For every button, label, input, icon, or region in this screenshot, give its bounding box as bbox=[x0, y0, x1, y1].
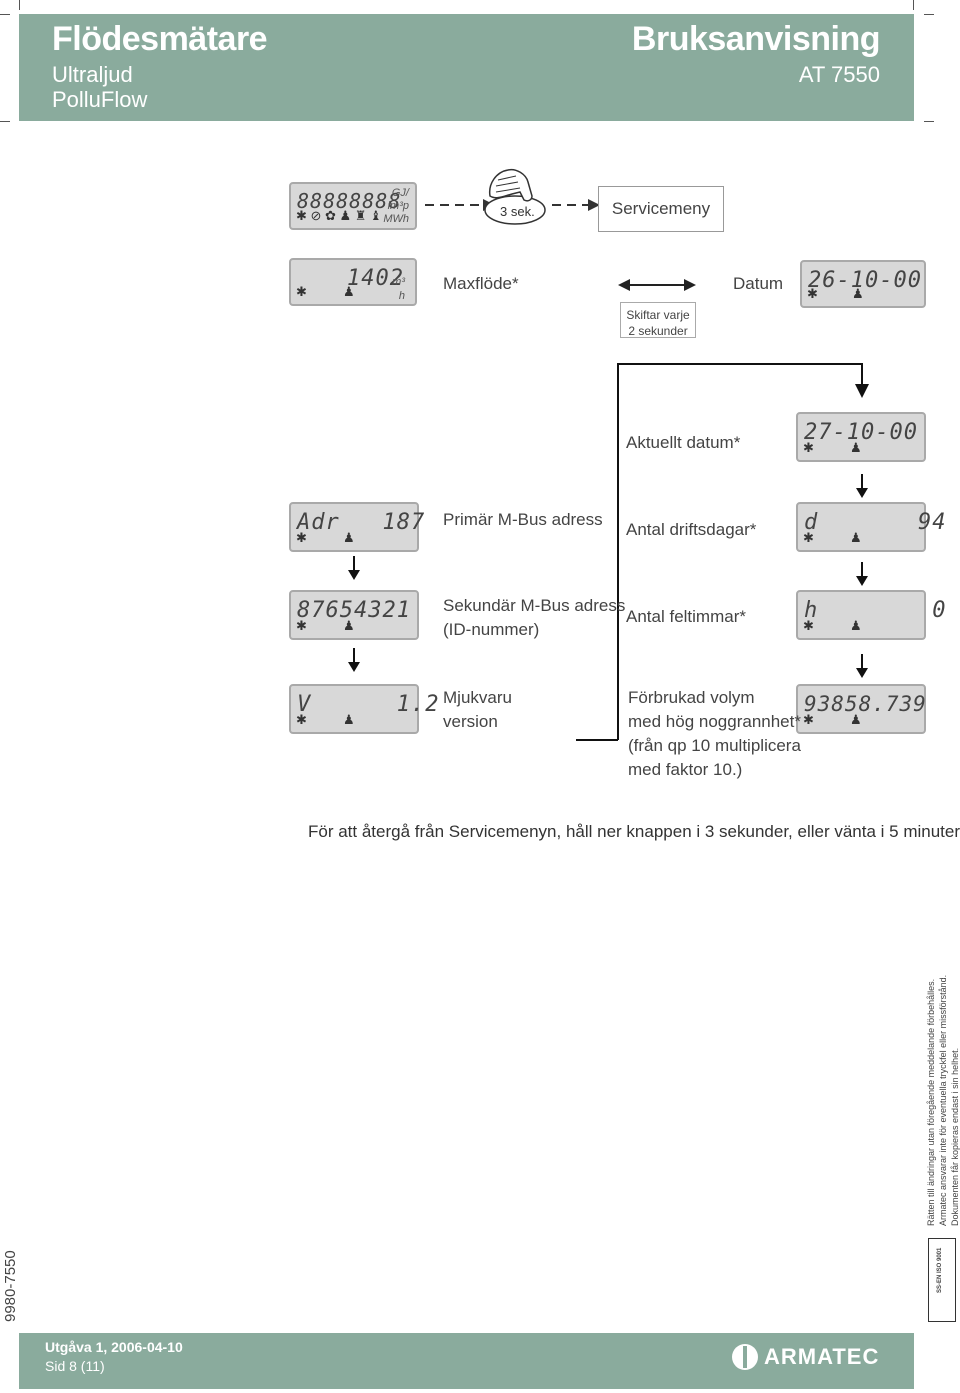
lcd-all-segments: 88888888 GJ/ lm³p MWh ✱ ⊘ ✿ ♟ ♜ ♝ bbox=[289, 182, 417, 230]
toggle-note-line: Skiftar varje bbox=[621, 307, 695, 323]
lcd-value: V 1.2 bbox=[297, 692, 439, 717]
logo-icon bbox=[732, 1344, 758, 1370]
symbol-icons: ✱ bbox=[803, 712, 814, 728]
lcd-value: 93858.739 bbox=[804, 692, 927, 716]
lcd-error-hours: h 0 ✱ ♟ bbox=[796, 590, 926, 640]
software-version-line: version bbox=[443, 710, 512, 734]
model-number: AT 7550 bbox=[799, 62, 880, 88]
lcd-unit: lm³p bbox=[388, 200, 409, 212]
page-number: Sid 8 (11) bbox=[45, 1358, 105, 1374]
down-arrow bbox=[855, 474, 869, 500]
crop-mark bbox=[913, 0, 914, 10]
volume-label: Förbrukad volym med hög noggrannhet* (fr… bbox=[628, 686, 801, 782]
symbol-icons: ♟ bbox=[850, 618, 862, 634]
symbol-icons: ✱ bbox=[296, 712, 307, 728]
legal-note: Armatec ansvarar inte för eventuella try… bbox=[938, 975, 948, 1226]
symbol-icons: ✱ bbox=[807, 286, 818, 302]
symbol-icons: ✱ bbox=[296, 530, 307, 546]
symbol-icons: ♟ bbox=[343, 530, 355, 546]
volume-label-line: Förbrukad volym bbox=[628, 686, 801, 710]
lcd-unit: m³ bbox=[392, 276, 405, 288]
volume-label-line: med hög noggrannhet* bbox=[628, 710, 801, 734]
lcd-unit: h bbox=[399, 290, 405, 302]
lcd-software-version: V 1.2 ✱ ♟ bbox=[289, 684, 419, 734]
crop-mark bbox=[924, 121, 934, 122]
toggle-note: Skiftar varje 2 sekunder bbox=[620, 302, 696, 338]
error-hours-label: Antal feltimmar* bbox=[626, 605, 746, 629]
symbol-icons: ✱ bbox=[803, 618, 814, 634]
edition-label: Utgåva 1, 2006-04-10 bbox=[45, 1339, 183, 1355]
secondary-address-line: (ID-nummer) bbox=[443, 618, 625, 642]
lcd-unit: MWh bbox=[383, 213, 409, 225]
symbol-icons: ♟ bbox=[343, 712, 355, 728]
product-title: Flödesmätare bbox=[52, 20, 267, 59]
lcd-unit: GJ/ bbox=[392, 187, 409, 199]
lcd-max-flow: 1402 m³ h ✱ ♟ bbox=[289, 258, 417, 306]
brand-logo: ARMATEC bbox=[732, 1343, 879, 1370]
lcd-value: d 94 bbox=[804, 510, 946, 535]
lcd-primary-address: Adr 187 ✱ ♟ bbox=[289, 502, 419, 552]
volume-label-line: (från qp 10 multiplicera bbox=[628, 734, 801, 758]
symbol-icons: ✱ ⊘ ✿ ♟ ♜ ♝ bbox=[296, 208, 382, 224]
down-arrow bbox=[347, 556, 361, 582]
symbol-icons: ♟ bbox=[852, 286, 864, 302]
secondary-address-label: Sekundär M-Bus adress (ID-nummer) bbox=[443, 594, 625, 642]
max-flow-label: Maxflöde* bbox=[443, 272, 519, 296]
symbol-icons: ♟ bbox=[343, 618, 355, 634]
lcd-value: h 0 bbox=[804, 598, 946, 623]
current-date-label: Aktuellt datum* bbox=[626, 431, 740, 455]
lcd-value: 26-10-00 bbox=[808, 268, 922, 293]
dashed-arrow bbox=[552, 198, 600, 212]
legal-note: Dokumenten får kopieras endast i sin hel… bbox=[950, 1048, 960, 1226]
symbol-icons: ♟ bbox=[850, 712, 862, 728]
certification-text: SS-EN ISO 9001 bbox=[937, 1248, 943, 1293]
lcd-operating-days: d 94 ✱ ♟ bbox=[796, 502, 926, 552]
operating-days-label: Antal driftsdagar* bbox=[626, 518, 756, 542]
symbol-icons: ♟ bbox=[850, 530, 862, 546]
down-arrow bbox=[855, 654, 869, 680]
lcd-volume: 93858.739 ✱ ♟ bbox=[796, 684, 926, 734]
symbol-icons: ✱ bbox=[296, 284, 307, 300]
primary-address-label: Primär M-Bus adress bbox=[443, 508, 603, 532]
symbol-icons: ♟ bbox=[343, 284, 355, 300]
crop-mark bbox=[19, 0, 20, 10]
date-label: Datum bbox=[733, 272, 783, 296]
down-arrow bbox=[347, 648, 361, 674]
lcd-date: 26-10-00 ✱ ♟ bbox=[800, 260, 926, 308]
symbol-icons: ✱ bbox=[296, 618, 307, 634]
product-subtitle-1: Ultraljud bbox=[52, 62, 133, 88]
lcd-value: Adr 187 bbox=[297, 510, 425, 535]
lcd-current-date: 27-10-00 ✱ ♟ bbox=[796, 412, 926, 462]
down-arrow bbox=[855, 562, 869, 588]
brand-name: ARMATEC bbox=[764, 1344, 879, 1369]
document-type: Bruksanvisning bbox=[632, 20, 880, 59]
symbol-icons: ✱ bbox=[803, 440, 814, 456]
crop-mark bbox=[924, 14, 934, 15]
document-number: 9980-7550 bbox=[2, 1250, 19, 1322]
symbol-icons: ♟ bbox=[850, 440, 862, 456]
service-menu-box: Servicemeny bbox=[598, 186, 724, 232]
legal-note: Rätten till ändringar utan föregående me… bbox=[926, 979, 936, 1226]
double-arrow bbox=[618, 278, 696, 292]
certification-badge: SS-EN ISO 9001 bbox=[928, 1238, 956, 1322]
crop-mark bbox=[0, 121, 10, 122]
return-instruction: För att återgå från Servicemenyn, håll n… bbox=[308, 822, 960, 842]
crop-mark bbox=[0, 14, 10, 15]
secondary-address-line: Sekundär M-Bus adress bbox=[443, 594, 625, 618]
software-version-line: Mjukvaru bbox=[443, 686, 512, 710]
lcd-secondary-address: 87654321 ✱ ♟ bbox=[289, 590, 419, 640]
toggle-note-line: 2 sekunder bbox=[621, 323, 695, 339]
software-version-label: Mjukvaru version bbox=[443, 686, 512, 734]
symbol-icons: ✱ bbox=[803, 530, 814, 546]
volume-label-line: med faktor 10.) bbox=[628, 758, 801, 782]
press-duration-label: 3 sek. bbox=[500, 204, 535, 219]
product-subtitle-2: PolluFlow bbox=[52, 87, 147, 113]
